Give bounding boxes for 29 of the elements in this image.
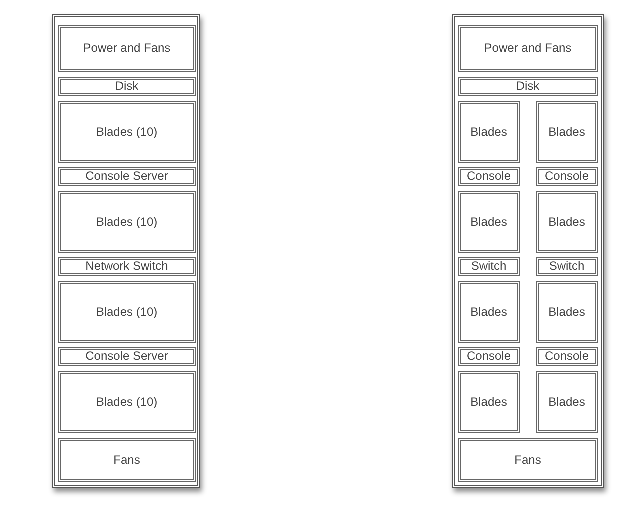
- blade-chassis: Blades (10): [58, 191, 196, 253]
- rack-frame: [452, 14, 604, 488]
- blade-chassis: Blades: [458, 191, 520, 253]
- blade-chassis: Blades: [458, 371, 520, 433]
- blade-chassis: Blades: [458, 101, 520, 163]
- blade-chassis: Blades (10): [58, 101, 196, 163]
- console-server-unit: Console: [536, 167, 598, 186]
- disk-unit: Disk: [458, 77, 598, 96]
- console-server-unit: Console Server: [58, 347, 196, 366]
- network-switch-unit: Network Switch: [58, 257, 196, 276]
- power-unit: Power and Fans: [58, 25, 196, 72]
- blade-chassis: Blades: [536, 371, 598, 433]
- console-server-unit: Console Server: [58, 167, 196, 186]
- blade-chassis: Blades (10): [58, 371, 196, 433]
- fan-unit: Fans: [58, 438, 196, 482]
- fan-unit: Fans: [458, 438, 598, 482]
- disk-unit: Disk: [58, 77, 196, 96]
- blade-chassis: Blades: [536, 101, 598, 163]
- power-unit: Power and Fans: [458, 25, 598, 72]
- blade-chassis: Blades (10): [58, 281, 196, 343]
- console-server-unit: Console: [458, 167, 520, 186]
- blade-chassis: Blades: [536, 191, 598, 253]
- blade-chassis: Blades: [536, 281, 598, 343]
- rack-frame: [52, 14, 200, 488]
- console-server-unit: Console: [458, 347, 520, 366]
- console-server-unit: Console: [536, 347, 598, 366]
- network-switch-unit: Switch: [536, 257, 598, 276]
- network-switch-unit: Switch: [458, 257, 520, 276]
- blade-chassis: Blades: [458, 281, 520, 343]
